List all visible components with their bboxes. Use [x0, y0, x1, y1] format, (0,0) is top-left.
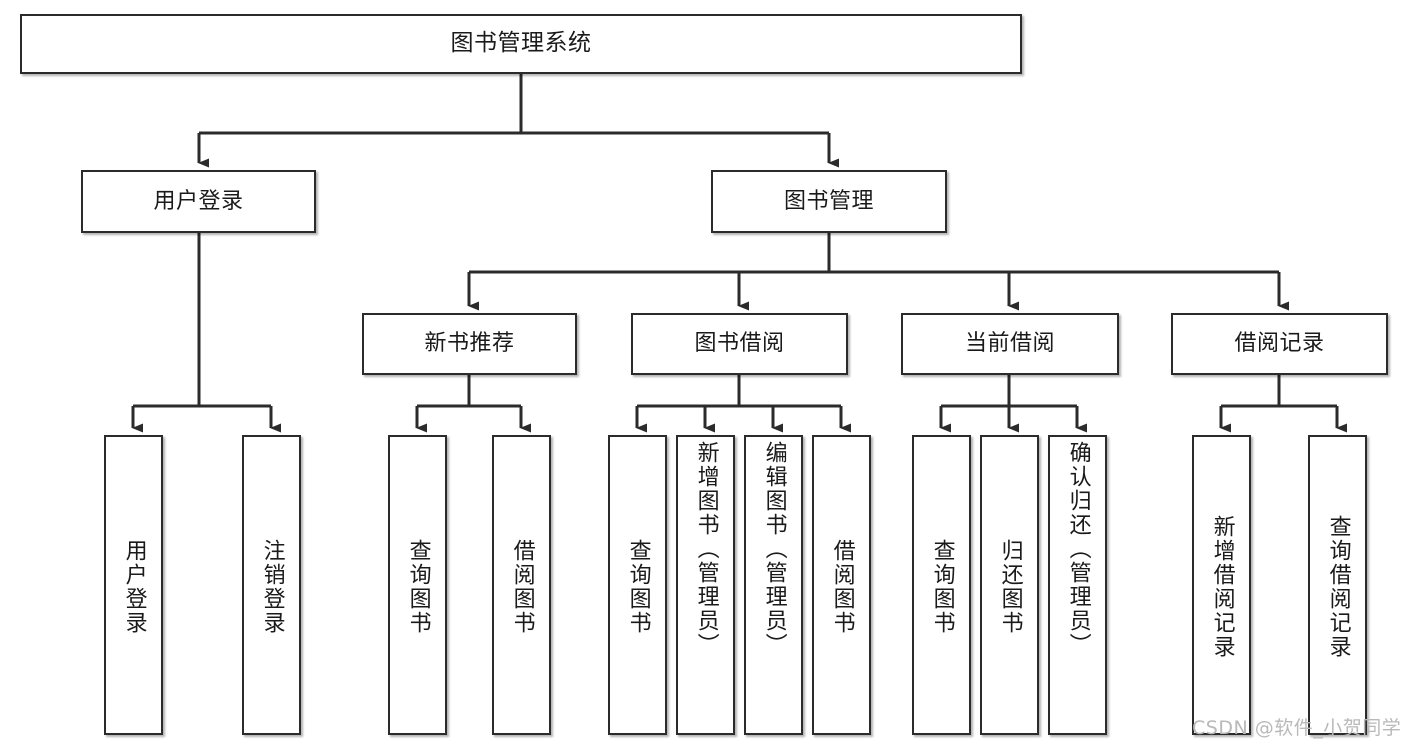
- node-label: 编辑图书（管理员）: [761, 441, 787, 657]
- node-label: 图书借阅: [694, 331, 785, 357]
- node-label: 用户登录: [121, 539, 147, 635]
- node-root-system[interactable]: 图书管理系统: [20, 14, 1022, 74]
- node-user-login[interactable]: 用户登录: [81, 170, 316, 233]
- node-label: 当前借阅: [964, 331, 1055, 357]
- watermark-text: CSDN @软件_小贺同学: [1192, 717, 1402, 739]
- node-leaf-return-book[interactable]: 归还图书: [980, 435, 1039, 735]
- node-leaf-query-book-3[interactable]: 查询图书: [912, 435, 971, 735]
- node-label: 新增图书（管理员）: [693, 441, 719, 657]
- node-borrow-record[interactable]: 借阅记录: [1171, 313, 1388, 375]
- node-label: 借阅图书: [509, 539, 535, 635]
- node-label: 图书管理: [783, 188, 874, 214]
- node-label: 用户登录: [153, 188, 244, 214]
- node-leaf-query-record[interactable]: 查询借阅记录: [1308, 435, 1367, 735]
- node-label: 新书推荐: [424, 331, 515, 357]
- node-new-book-recommend[interactable]: 新书推荐: [362, 313, 577, 375]
- node-label: 借阅图书: [829, 539, 855, 635]
- node-label: 归还图书: [997, 539, 1023, 635]
- node-label: 新增借阅记录: [1209, 515, 1235, 659]
- node-current-borrow[interactable]: 当前借阅: [901, 313, 1119, 375]
- node-leaf-logout-login[interactable]: 注销登录: [242, 435, 301, 735]
- node-leaf-query-book-2[interactable]: 查询图书: [608, 435, 667, 735]
- node-label: 查询图书: [625, 539, 651, 635]
- node-book-borrow[interactable]: 图书借阅: [631, 313, 848, 375]
- node-leaf-query-book-1[interactable]: 查询图书: [388, 435, 447, 735]
- node-label: 图书管理系统: [450, 30, 592, 57]
- node-leaf-edit-book[interactable]: 编辑图书（管理员）: [744, 435, 803, 735]
- node-label: 注销登录: [259, 539, 285, 635]
- node-leaf-confirm-return[interactable]: 确认归还（管理员）: [1048, 435, 1107, 735]
- node-label: 查询借阅记录: [1325, 515, 1351, 659]
- node-label: 借阅记录: [1234, 331, 1325, 357]
- node-leaf-borrow-book-1[interactable]: 借阅图书: [492, 435, 551, 735]
- node-leaf-user-login[interactable]: 用户登录: [104, 435, 163, 735]
- node-label: 查询图书: [405, 539, 431, 635]
- node-book-manage[interactable]: 图书管理: [711, 170, 947, 233]
- node-leaf-add-record[interactable]: 新增借阅记录: [1192, 435, 1251, 735]
- node-leaf-add-book[interactable]: 新增图书（管理员）: [676, 435, 735, 735]
- node-label: 查询图书: [929, 539, 955, 635]
- node-leaf-borrow-book-2[interactable]: 借阅图书: [812, 435, 871, 735]
- node-label: 确认归还（管理员）: [1065, 441, 1091, 657]
